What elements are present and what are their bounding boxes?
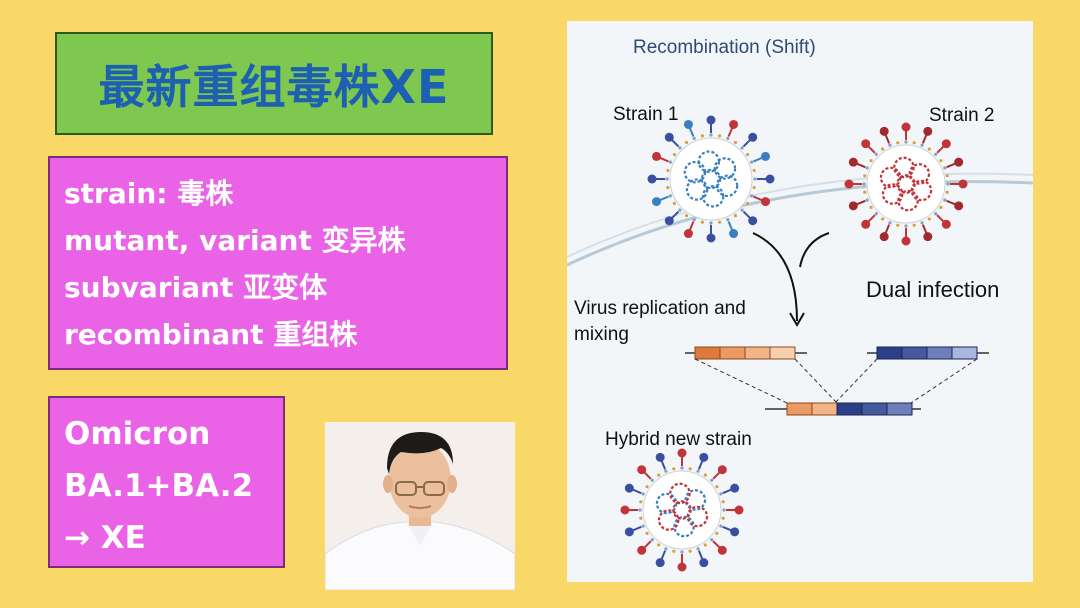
vocabulary-box: strain: 毒株 mutant, variant 变异株 subvarian… (48, 156, 508, 370)
dual-infection-label: Dual infection (866, 277, 1000, 302)
cell-membrane (567, 180, 1033, 267)
flow-arrow (752, 232, 798, 322)
recombination-diagram: Recombination (Shift) Strain 1 Strain 2 … (567, 21, 1033, 582)
mixing-lines (694, 358, 978, 404)
replication-label-line1: Virus replication and (574, 298, 746, 319)
genome-segment-strain1 (685, 346, 807, 360)
vocab-mutant-variant: mutant, variant 变异株 (64, 224, 406, 257)
replication-label-line2: mixing (574, 324, 629, 345)
omicron-lineages: BA.1+BA.2 (64, 468, 254, 504)
vocab-subvariant: subvariant 亚变体 (64, 271, 328, 304)
genome-segment-strain2 (867, 346, 989, 360)
vocab-recombinant: recombinant 重组株 (64, 318, 358, 351)
diagram-graphics (567, 115, 1033, 572)
title-banner: 最新重组毒株XE (55, 32, 493, 135)
strain1-label: Strain 1 (613, 104, 679, 125)
omicron-label: Omicron (64, 416, 211, 452)
strain2-label: Strain 2 (929, 105, 995, 126)
arrow-head (789, 312, 805, 327)
vocab-strain: strain: 毒株 (64, 177, 234, 210)
page-title: 最新重组毒株XE (98, 59, 450, 114)
replication-label: Virus replication and mixing (574, 296, 746, 348)
omicron-box: Omicron BA.1+BA.2 → XE (48, 396, 285, 568)
genome-segment-hybrid (765, 402, 921, 416)
strain1-virus (647, 115, 775, 243)
diagram-title: Recombination (Shift) (633, 37, 816, 58)
presenter-video (325, 422, 515, 590)
strain2-virus (844, 122, 968, 246)
hybrid-virus (620, 448, 744, 572)
omicron-result: → XE (64, 520, 146, 556)
presenter-figure (325, 422, 515, 590)
hybrid-label: Hybrid new strain (605, 429, 752, 450)
